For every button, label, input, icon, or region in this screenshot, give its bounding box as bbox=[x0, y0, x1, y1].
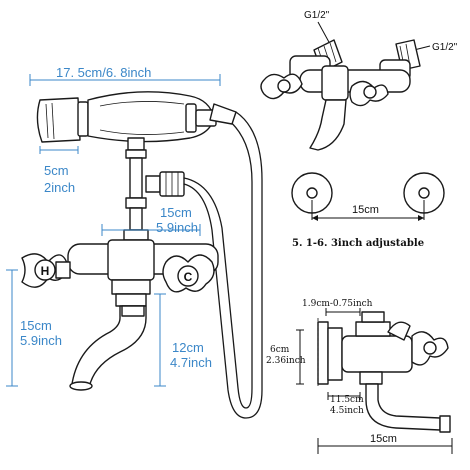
side-top-label: 1.9cm-0.75inch bbox=[302, 299, 373, 309]
side-view: 1.9cm-0.75inch 6cm 2.36inch 11.5cm 4.5in… bbox=[266, 299, 453, 454]
mount-spacing-label: 15cm bbox=[352, 204, 379, 216]
main-faucet-drawing: H C bbox=[21, 91, 263, 419]
side-depth-cm-label: 11.5cm bbox=[330, 395, 364, 405]
wall-mount: 15cm 5. 1-6. 3inch adjustable bbox=[291, 172, 445, 249]
side-depth-in-label: 4.5inch bbox=[330, 406, 364, 416]
inlet-assembly: G1/2" G1/2" bbox=[260, 10, 458, 151]
spout-cm-label: 12cm bbox=[172, 340, 204, 355]
height-in-label: 5.9inch bbox=[20, 333, 62, 348]
hot-handle bbox=[21, 253, 71, 288]
spout-in-label: 4.7inch bbox=[170, 355, 212, 370]
mount-adjustable-label: 5. 1-6. 3inch adjustable bbox=[292, 238, 424, 249]
hot-mark: H bbox=[41, 264, 50, 278]
side-height-in-label: 2.36inch bbox=[266, 356, 306, 366]
center-in-label: 5.9inch bbox=[156, 220, 198, 235]
height-cm-label: 15cm bbox=[20, 318, 52, 333]
handset-in-label: 2inch bbox=[44, 180, 75, 195]
faucet-width-label: 17. 5cm/6. 8inch bbox=[56, 65, 151, 80]
thread-right-label: G1/2" bbox=[432, 42, 458, 53]
thread-left-label: G1/2" bbox=[304, 10, 330, 21]
hose bbox=[183, 103, 263, 419]
hose-connector bbox=[145, 171, 185, 197]
cold-mark: C bbox=[184, 270, 193, 284]
faucet-body bbox=[67, 239, 219, 391]
side-height-cm-label: 6cm bbox=[270, 345, 290, 355]
cradle-post bbox=[123, 137, 149, 241]
handset bbox=[36, 91, 217, 143]
main-dimensions: 17. 5cm/6. 8inch 5cm 2inch 15cm 5.9inch … bbox=[6, 65, 221, 387]
handset-cm-label: 5cm bbox=[44, 163, 69, 178]
center-cm-label: 15cm bbox=[160, 205, 192, 220]
side-reach-label: 15cm bbox=[370, 433, 397, 445]
cold-handle bbox=[162, 254, 215, 293]
